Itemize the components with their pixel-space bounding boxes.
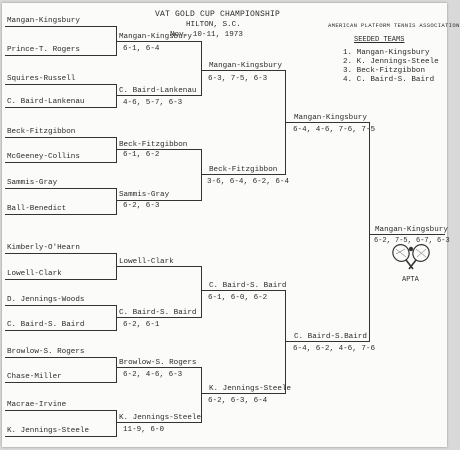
r1-team: Kimberly-O'Hearn: [7, 244, 80, 252]
r2-score: 6-2, 6-3: [123, 202, 160, 210]
r2-score: 6-1, 6-4: [123, 45, 160, 53]
qf-team: C. Baird-S. Baird: [209, 282, 287, 290]
champion-team: Mangan-Kingsbury: [375, 226, 448, 234]
r2-score: 6-2, 4-6, 6-3: [123, 371, 183, 379]
r2-team: Lowell-Clark: [119, 258, 174, 266]
r2-score: 6-2, 6-1: [123, 321, 160, 329]
seeded-teams-heading: SEEDED TEAMS: [354, 36, 405, 44]
apta-logo-text: APTA: [402, 276, 419, 284]
r2-team: C. Baird-S. Baird: [119, 309, 197, 317]
qf-team: Mangan-Kingsbury: [209, 62, 282, 70]
r1-team: Chase-Miller: [7, 373, 62, 381]
qf-score: 6-2, 6-3, 6-4: [208, 397, 268, 405]
r1-team: C. Baird-S. Baird: [7, 321, 85, 329]
r1-team: Mangan-Kingsbury: [7, 17, 80, 25]
tournament-location: HILTON, S.C.: [186, 21, 241, 29]
qf-team: K. Jennings-Steele: [209, 385, 292, 393]
r2-team: C. Baird-Lankenau: [119, 87, 197, 95]
r2-team: Sammis-Gray: [119, 191, 170, 199]
association-name: AMERICAN PLATFORM TENNIS ASSOCIATION: [328, 22, 460, 29]
r1-team: Squires-Russell: [7, 75, 76, 83]
r1-team: Lowell-Clark: [7, 270, 62, 278]
champion-score: 6-2, 7-5, 6-7, 6-3: [374, 237, 450, 245]
r1-team: K. Jennings-Steele: [7, 427, 90, 435]
qf-team: Beck-Fitzgibbon: [209, 166, 278, 174]
seed-2: 2. K. Jennings-Steele: [343, 58, 439, 66]
r2-team: K. Jennings-Steele: [119, 414, 202, 422]
r1-team: Macrae-Irvine: [7, 401, 67, 409]
sf-team: Mangan-Kingsbury: [294, 114, 367, 122]
r1-team: Browlow-S. Rogers: [7, 348, 85, 356]
sf-score: 6-4, 6-2, 4-6, 7-6: [293, 345, 376, 353]
qf-score: 6-3, 7-5, 6-3: [208, 75, 268, 83]
seed-4: 4. C. Baird-S. Baird: [343, 76, 435, 84]
r1-team: Sammis-Gray: [7, 179, 58, 187]
r2-team: Browlow-S. Rogers: [119, 359, 197, 367]
r2-score: 6-1, 6-2: [123, 151, 160, 159]
qf-score: 6-1, 6-0, 6-2: [208, 294, 268, 302]
r2-score: 4-6, 5-7, 6-3: [123, 99, 183, 107]
r1-team: Prince-T. Rogers: [7, 46, 80, 54]
r2-team: Beck-Fitzgibbon: [119, 141, 188, 149]
apta-logo: [392, 244, 430, 270]
r1-team: Ball-Benedict: [7, 205, 67, 213]
r2-team: Mangan-Kingsbury: [119, 33, 192, 41]
sf-team: C. Baird-S.Baird: [294, 333, 367, 341]
seed-1: 1. Mangan-Kingsbury: [343, 49, 430, 57]
r2-score: 11-9, 6-0: [123, 426, 165, 434]
r1-team: D. Jennings-Woods: [7, 296, 85, 304]
tournament-dates: Nov. 10-11, 1973: [170, 31, 243, 39]
r1-team: McGeeney-Collins: [7, 153, 80, 161]
r1-team: Beck-Fitzgibbon: [7, 128, 76, 136]
tournament-title: VAT GOLD CUP CHAMPIONSHIP: [155, 10, 281, 19]
qf-score: 3-6, 6-4, 6-2, 6-4: [207, 178, 290, 186]
sf-score: 6-4, 4-6, 7-6, 7-5: [293, 126, 376, 134]
seed-3: 3. Beck-Fitzgibbon: [343, 67, 426, 75]
r1-team: C. Baird-Lankenau: [7, 98, 85, 106]
bracket-sheet: VAT GOLD CUP CHAMPIONSHIP HILTON, S.C. N…: [2, 3, 459, 447]
